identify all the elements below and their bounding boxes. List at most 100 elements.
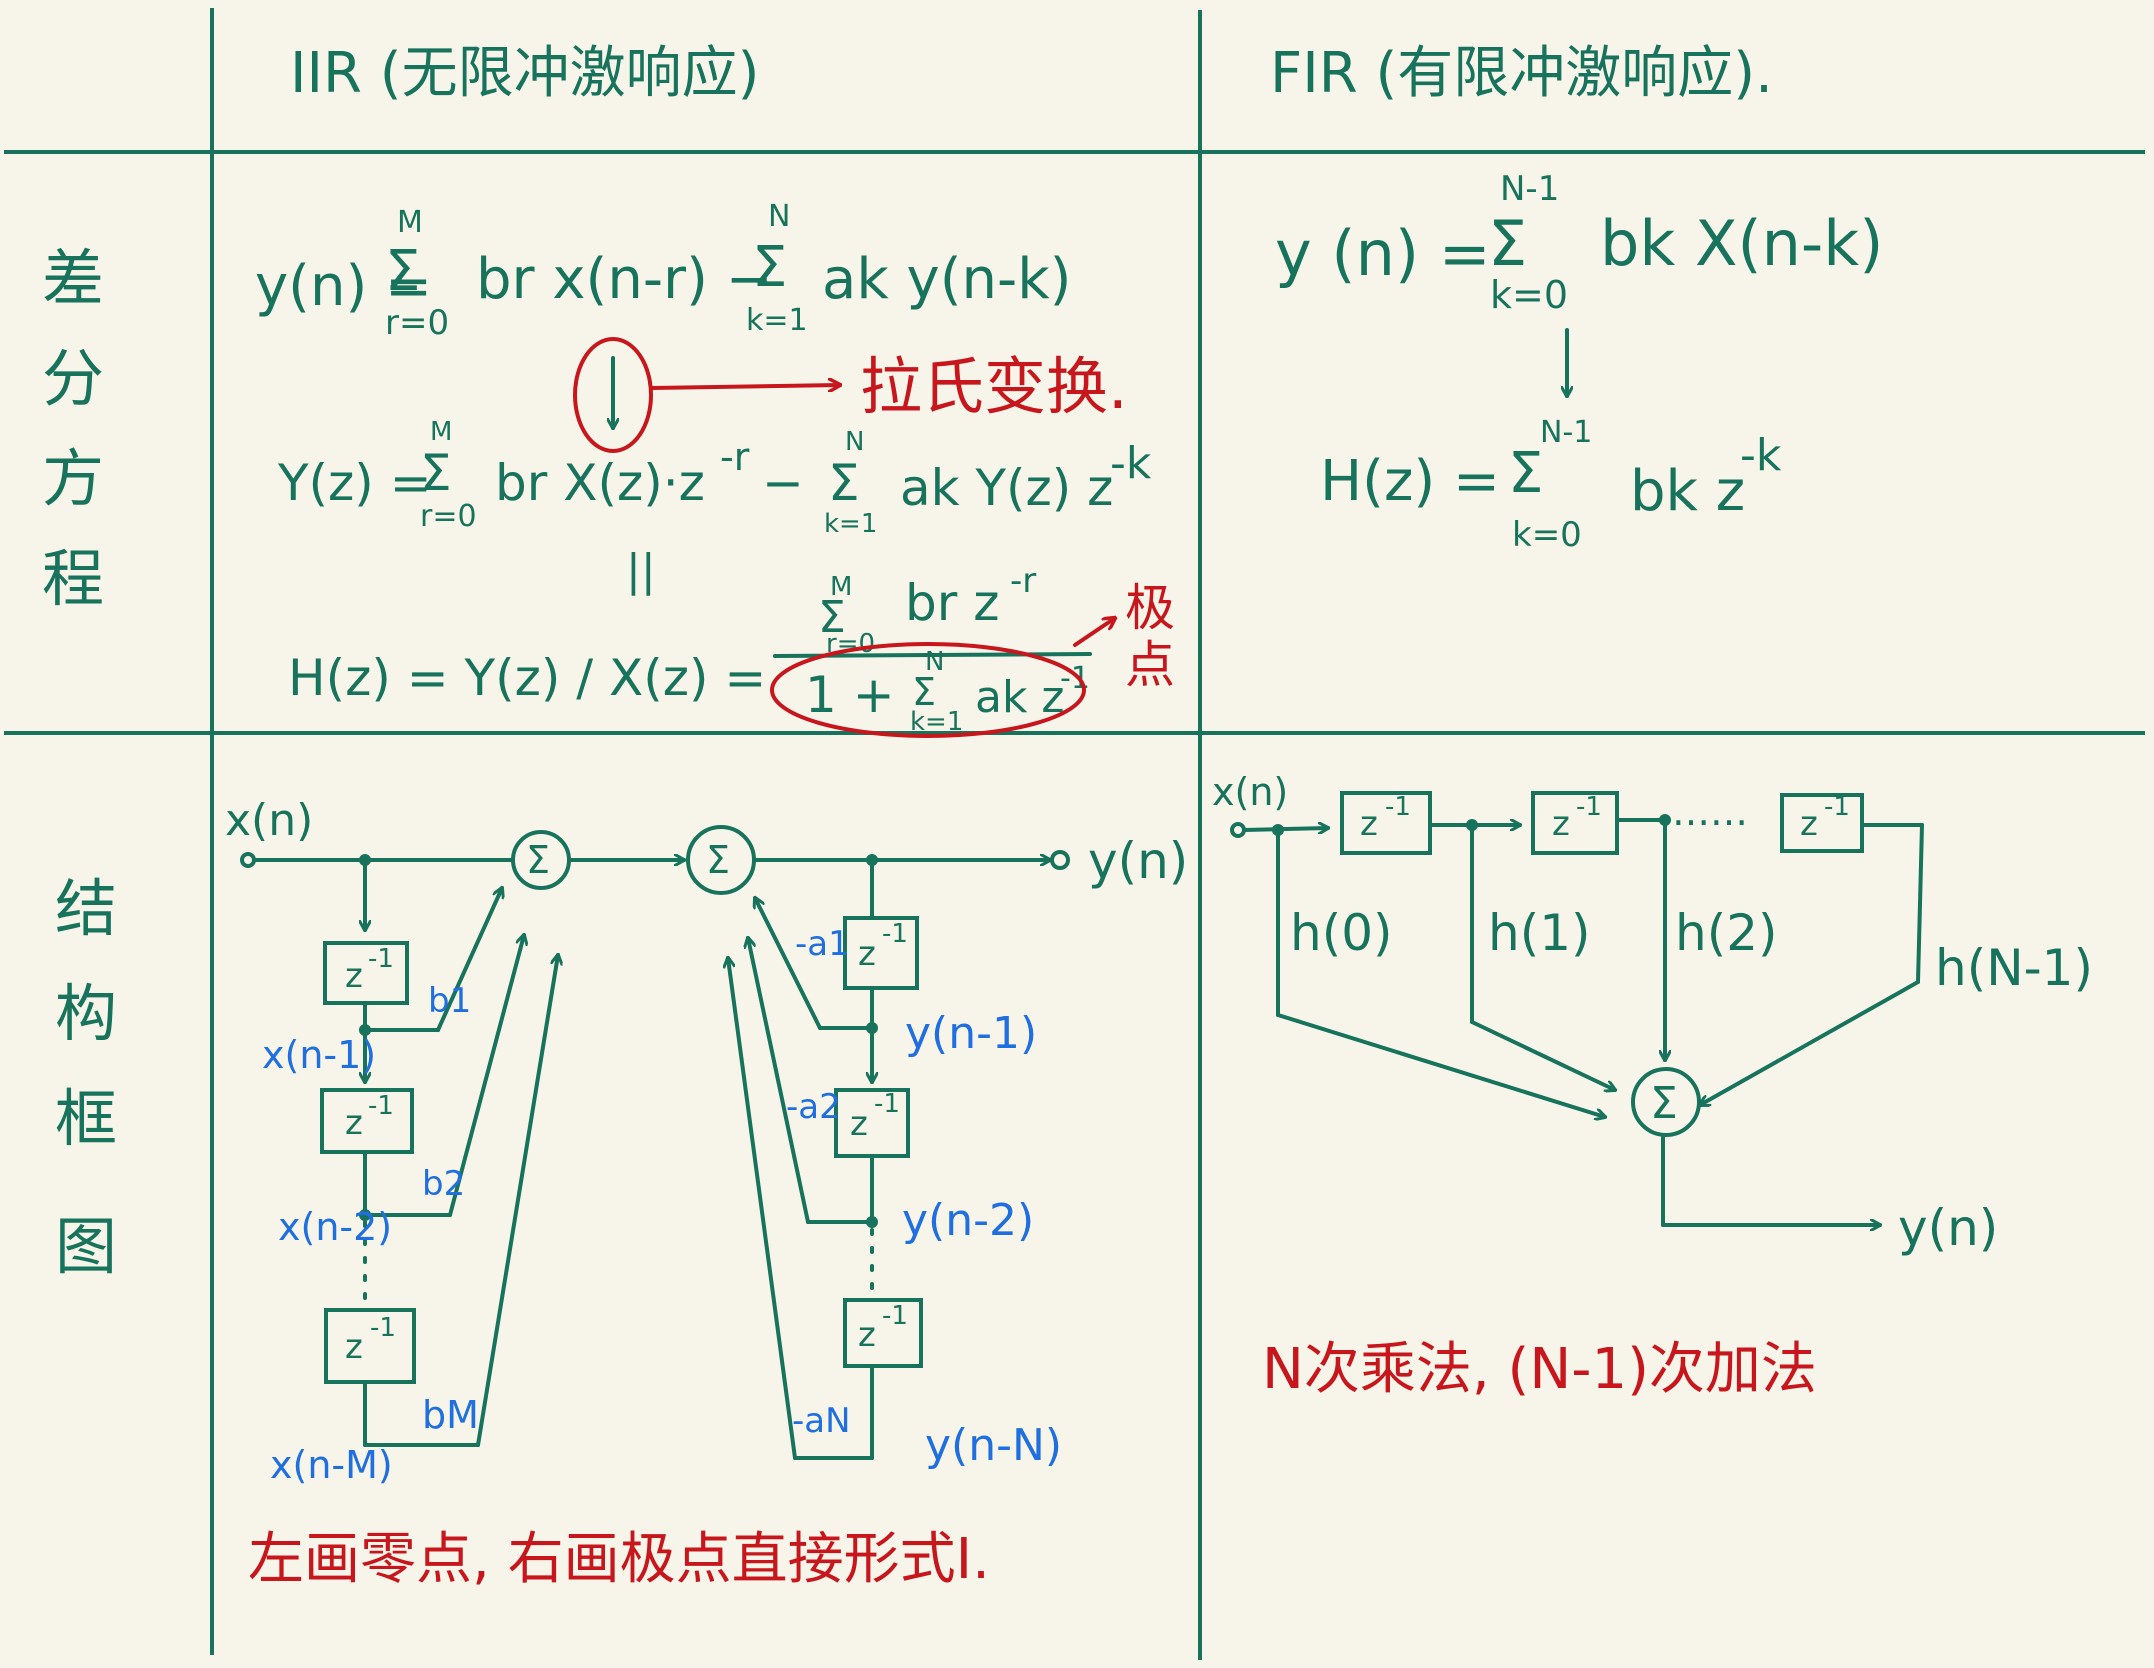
delay-label: z	[1552, 804, 1570, 844]
sum-upper-limit: M	[430, 417, 452, 447]
row-label-char: 程	[42, 542, 104, 615]
sum-lower-limit: k=1	[746, 303, 808, 338]
tap-coeff: h(N-1)	[1935, 939, 2093, 997]
delay-label: z	[858, 1315, 876, 1355]
input-label: x(n)	[1212, 770, 1288, 814]
sum-sign: Σ	[1508, 441, 1543, 506]
iir-structure-diagram: x(n) Σ Σ y(n) z -1 z -1 z -1	[225, 795, 1188, 1592]
delay-label: z	[858, 934, 876, 974]
input-label: x(n)	[225, 795, 313, 846]
tap-coeff: h(0)	[1290, 904, 1393, 962]
sum-upper-limit: N-1	[1500, 169, 1559, 209]
delay-exponent: -1	[1576, 792, 1602, 822]
ellipsis: ……	[1672, 790, 1748, 834]
pole-label: 点	[1125, 636, 1175, 694]
delay-label: z	[345, 1103, 363, 1143]
delay-exponent: -1	[1824, 792, 1850, 822]
coeff-label: b1	[428, 981, 471, 1021]
delay-block	[320, 1088, 414, 1154]
fir-difference-equation: y (n) = N-1 Σ k=0 bk X(n-k)	[1275, 169, 1883, 398]
row-label-char: 框	[55, 1082, 117, 1155]
delay-exponent: -1	[370, 1313, 396, 1343]
output-label: y(n)	[1898, 1199, 1998, 1257]
eq-lhs: H(z) =	[1320, 449, 1500, 514]
tap-coeff: h(1)	[1488, 904, 1591, 962]
delay-label: z	[850, 1104, 868, 1144]
sum-node	[1631, 1067, 1701, 1137]
sum-symbol: Σ	[1650, 1078, 1678, 1129]
sum-sign: Σ	[1488, 207, 1527, 280]
sum-upper-limit: M	[830, 572, 852, 602]
row-label-char: 结	[55, 872, 117, 945]
eq-exponent: -k	[1740, 430, 1782, 481]
sum-lower-limit: r=0	[385, 303, 449, 343]
sum-sign: Σ	[752, 235, 787, 300]
fir-structure-diagram: x(n) z -1 z -1 …… z -1 h(0) h(1) h(2) h(…	[1212, 770, 2093, 1402]
tap-label: x(n-M)	[270, 1443, 393, 1487]
denominator-one: 1 +	[805, 666, 895, 724]
laplace-transform-note: 拉氏变换.	[573, 337, 1128, 453]
fir-structure-note: N次乘法, (N-1)次加法	[1262, 1337, 1817, 1402]
sum-sign: Σ	[828, 454, 860, 512]
delay-block	[1780, 793, 1864, 853]
delay-exponent: -1	[1385, 792, 1411, 822]
coeff-label: b2	[422, 1164, 465, 1204]
iir-z-domain-equation: Y(z) = M Σ r=0 br X(z)·z -r − N Σ k=1 ak…	[277, 417, 1152, 596]
sum-lower-limit: k=0	[1512, 515, 1582, 555]
eq-term: bk z	[1630, 459, 1745, 524]
sum-sign: Σ	[912, 670, 936, 714]
output-node	[1050, 850, 1070, 870]
sum-sign: Σ	[420, 444, 452, 502]
sum-sign: Σ	[385, 239, 420, 304]
eq-term: br X(z)·z	[495, 454, 705, 512]
tap-label: x(n-1)	[262, 1033, 376, 1077]
sum-upper-limit: N	[768, 199, 790, 234]
pole-circle	[770, 642, 1086, 738]
iir-header: IIR (无限冲激响应)	[290, 41, 759, 106]
coeff-label: bM	[422, 1393, 479, 1437]
row-label-char: 分	[42, 342, 104, 415]
tap-label: y(n-1)	[905, 1008, 1037, 1059]
iir-difference-equation: y(n) = M Σ r=0 br x(n-r) − N Σ k=1 ak y(…	[255, 199, 1072, 343]
output-label: y(n)	[1088, 832, 1188, 890]
tap-coeff: h(2)	[1675, 904, 1778, 962]
numerator-term: br z	[905, 574, 999, 632]
transform-label: 拉氏变换.	[860, 350, 1128, 423]
tap-label: y(n-2)	[902, 1195, 1034, 1246]
eq-exponent: -r	[720, 435, 750, 479]
fir-header: FIR (有限冲激响应).	[1270, 41, 1773, 106]
delay-exponent: -1	[882, 1301, 908, 1331]
eq-exponent: -r	[1010, 561, 1036, 601]
sum-lower-limit: k=1	[910, 707, 963, 737]
delay-exponent: -1	[882, 919, 908, 949]
row-label-difference-equation: 差 分 方 程	[42, 242, 104, 615]
iir-transfer-function: H(z) = Y(z) / X(z) = M Σ r=0 br z -r 1 +…	[288, 561, 1175, 738]
delay-label: z	[345, 956, 363, 996]
row-label-char: 差	[42, 242, 104, 315]
tap-label: y(n-N)	[925, 1420, 1062, 1471]
eq-term: −	[762, 454, 804, 512]
eq-lhs: Y(z) =	[277, 454, 432, 512]
sum-upper-limit: N	[925, 647, 944, 677]
denominator-term: ak z	[975, 672, 1065, 723]
pole-label: 极	[1125, 579, 1175, 637]
fir-transfer-function: H(z) = N-1 Σ k=0 bk z -k	[1320, 415, 1782, 555]
coeff-label: -a1	[795, 924, 850, 964]
row-label-char: 图	[55, 1210, 117, 1283]
delay-exponent: -1	[874, 1089, 900, 1119]
sum-lower-limit: k=0	[1490, 273, 1568, 317]
sum-upper-limit: N-1	[1540, 415, 1592, 450]
delay-label: z	[345, 1327, 363, 1367]
sum-upper-limit: N	[845, 427, 864, 457]
row-label-char: 构	[55, 977, 117, 1050]
equals-vertical: ||	[626, 545, 656, 596]
sum-lower-limit: r=0	[420, 499, 477, 534]
delay-block	[843, 1298, 923, 1368]
delay-label: z	[1800, 804, 1818, 844]
sum-sign: Σ	[818, 592, 846, 643]
delay-block	[1531, 791, 1619, 855]
delay-block	[323, 941, 409, 1005]
eq-term: br x(n-r) −	[476, 247, 773, 312]
coeff-label: -a2	[786, 1087, 841, 1127]
